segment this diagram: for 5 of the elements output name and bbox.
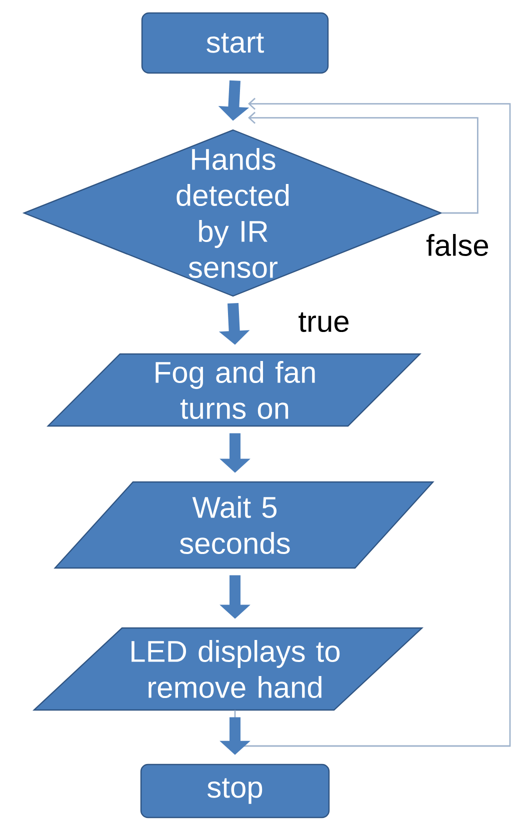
edge-label: true [297,311,351,334]
loop-arrow [234,98,511,747]
loop-arrow [248,112,478,214]
start-stop-box: stop [140,764,330,818]
start-stop-box: start [141,12,329,74]
